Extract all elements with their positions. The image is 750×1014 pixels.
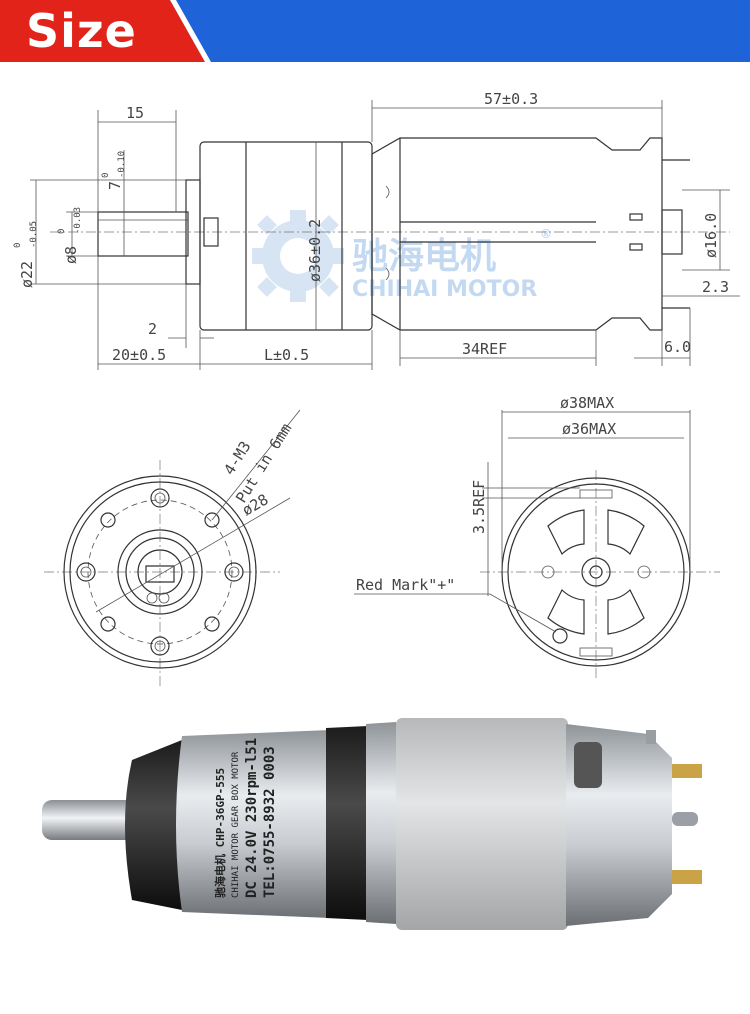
- dim-body-dia: ø36±0.2: [306, 219, 324, 282]
- rear-red-mark: Red Mark"+": [356, 576, 455, 594]
- photo-terminal-top: [672, 764, 702, 778]
- photo-rear-shaft: [672, 812, 698, 826]
- front-shaft: [137, 549, 183, 595]
- output-shaft: [97, 211, 189, 257]
- photo-front-cap: [125, 740, 182, 910]
- motor-drawing: 驰海电机 ® CHIHAI MOTOR 15: [13, 90, 740, 930]
- dim-shaft-dia: ø8: [62, 246, 80, 264]
- label-line-2: CHIHAI MOTOR GEAR BOX MOTOR: [231, 751, 241, 898]
- gear-icon: [252, 210, 344, 302]
- screw-holes: [76, 488, 244, 656]
- rear-max-dia: ø38MAX: [560, 394, 614, 412]
- red-mark-dot: [552, 628, 568, 644]
- photo-gearbox: [176, 730, 330, 918]
- dim-flange-dia: ø22: [18, 261, 36, 288]
- dim-terminal-offset: 2.3: [702, 278, 729, 296]
- label-line-1: 驰海电机 CHP-36GP-555: [213, 768, 227, 898]
- dim-can-length: 34REF: [462, 340, 507, 358]
- dim-flange-tol-upper: 0: [13, 243, 23, 248]
- chihai-logo-watermark: 驰海电机 ® CHIHAI MOTOR: [252, 210, 552, 302]
- front-flange: [117, 529, 203, 615]
- dim-shaft-tol-lower: -0.03: [73, 207, 83, 234]
- photo-motor-can: [396, 718, 568, 930]
- rear-vent-1: [547, 509, 585, 555]
- side-view: 15 7 0 -0.10 ø22 0 -0.05 ø8 0 -0.03 2: [13, 90, 740, 370]
- gearbox-key: [203, 217, 219, 247]
- dim-shaft-tol-upper: 0: [57, 229, 67, 234]
- banner-title: Size: [26, 4, 137, 58]
- dim-rear-dia: ø16.0: [702, 213, 720, 258]
- photo-shaft: [42, 800, 138, 840]
- photo-label: 驰海电机 CHP-36GP-555 CHIHAI MOTOR GEAR BOX …: [213, 738, 278, 898]
- size-banner: Size: [0, 0, 750, 62]
- watermark-reg: ®: [540, 227, 552, 241]
- dim-gear-length: L±0.5: [264, 346, 309, 364]
- watermark-cn: 驰海电机: [352, 236, 496, 277]
- dim-shaft-total: 20±0.5: [112, 346, 166, 364]
- rear-view: ø38MAX ø36MAX 3.5REF Red Mark"+": [354, 394, 720, 680]
- motor-photo: 驰海电机 CHP-36GP-555 CHIHAI MOTOR GEAR BOX …: [42, 718, 702, 930]
- front-view: 4-M3 Put in 6mm ø28: [44, 409, 301, 686]
- rear-terminal-ref: 3.5REF: [470, 480, 488, 534]
- dim-terminal-length: 6.0: [664, 338, 691, 356]
- label-line-4: TEL:0755-8932 0003: [262, 746, 278, 898]
- rear-bushing: [661, 209, 683, 255]
- dim-motor-length: 57±0.3: [484, 90, 538, 108]
- photo-terminal-bottom: [672, 870, 702, 884]
- dim-key-tol-lower: -0.10: [117, 151, 127, 178]
- label-line-3: DC 24.0V 230rpm-l51: [244, 738, 260, 898]
- watermark-en: CHIHAI MOTOR: [352, 277, 537, 302]
- front-outer-rim: [63, 475, 257, 669]
- dim-key-height: 7: [106, 181, 124, 190]
- dim-key-tol-upper: 0: [101, 173, 111, 178]
- dim-flange-tol-lower: -0.05: [29, 221, 39, 248]
- dim-boss: 2: [148, 320, 157, 338]
- dim-shaft-length: 15: [126, 104, 144, 122]
- banner-shape: [0, 0, 750, 62]
- rear-can-dia: ø36MAX: [562, 420, 616, 438]
